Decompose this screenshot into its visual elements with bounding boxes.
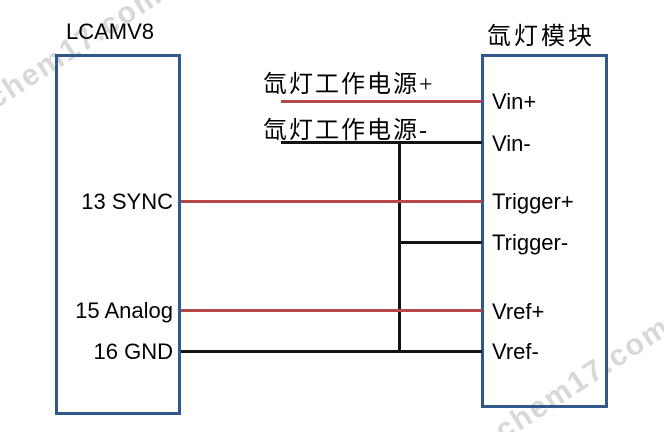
wire-gnd-to-vref-minus [181, 350, 482, 353]
wire-analog-to-vref-plus [181, 309, 482, 312]
wire-negative-bus [398, 141, 401, 353]
power-minus-wire-label: 氙灯工作电源- [263, 118, 429, 144]
pin-label-15-analog: 15 Analog [75, 298, 173, 323]
pin-label-13-sync: 13 SYNC [81, 189, 173, 214]
pin-label-vref-plus: Vref+ [492, 299, 545, 324]
pin-label-trigger-plus: Trigger+ [492, 189, 574, 214]
wire-sync-to-trigger-plus [181, 200, 482, 203]
pin-label-16-gnd: 16 GND [93, 339, 173, 364]
pin-label-trigger-minus: Trigger- [492, 230, 569, 255]
wire-bus-to-trigger-minus [399, 241, 482, 244]
lcamv8-module-box [55, 54, 181, 415]
wire-power-plus-to-vin-plus [281, 100, 482, 103]
left-box-title: LCAMV8 [66, 19, 155, 44]
power-plus-wire-label: 氙灯工作电源+ [263, 72, 435, 98]
pin-label-vref-minus: Vref- [492, 339, 539, 364]
wire-power-minus-to-vin-minus [281, 141, 482, 144]
xenon-lamp-module-box [481, 54, 608, 408]
pin-label-vin-plus: Vin+ [492, 89, 537, 114]
right-box-title: 氙灯模块 [487, 24, 595, 50]
pin-label-vin-minus: Vin- [492, 131, 531, 156]
